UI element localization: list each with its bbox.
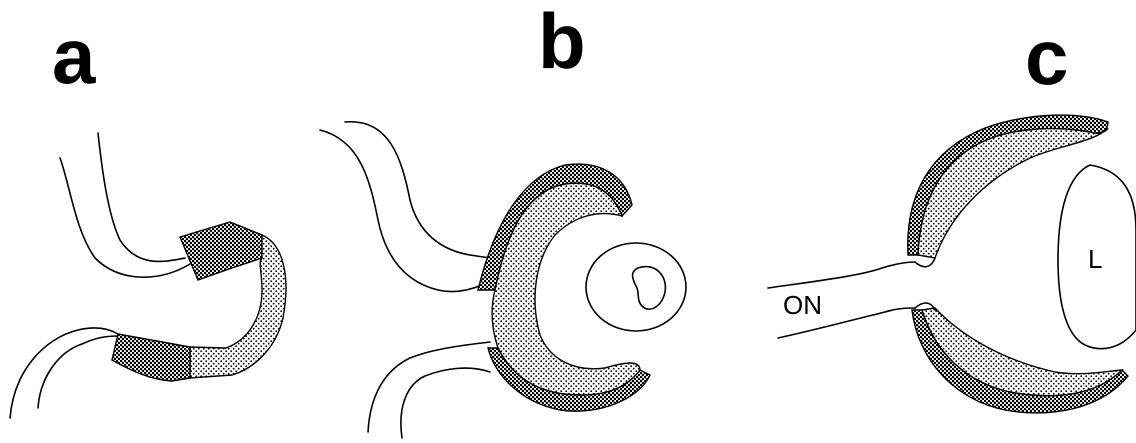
- panel-a-tube-lower-inner-wall: [10, 328, 118, 418]
- panel-a: a: [10, 12, 286, 418]
- optic-nerve-label: ON: [783, 290, 822, 320]
- panel-c-eye-inner-layer-upper: [918, 128, 1108, 258]
- panel-b: b: [320, 0, 686, 438]
- panel-a-tube-upper-inner-wall: [98, 133, 185, 261]
- panel-b-tube-upper-wall: [320, 130, 482, 292]
- panel-c-letter: c: [1025, 13, 1068, 101]
- panel-c-optic-nerve-upper-edge: [768, 262, 915, 288]
- panel-b-lens-cavity: [633, 267, 666, 310]
- panel-c-optic-disc: [915, 258, 935, 310]
- panel-c: c ON L: [768, 13, 1136, 413]
- lens-label: L: [1088, 244, 1102, 274]
- panel-b-tube-lower-inner-wall: [401, 368, 490, 438]
- panel-a-dark-band-lower: [112, 334, 190, 381]
- panel-b-letter: b: [538, 0, 586, 85]
- panel-a-tube-upper-wall: [60, 158, 190, 277]
- panel-a-letter: a: [52, 12, 96, 100]
- panel-b-tube-lower-wall: [368, 342, 490, 432]
- panel-a-tube-lower-wall: [38, 336, 118, 408]
- panel-a-dark-band-upper: [180, 222, 262, 280]
- panel-b-tube-upper-inner-wall: [345, 122, 490, 258]
